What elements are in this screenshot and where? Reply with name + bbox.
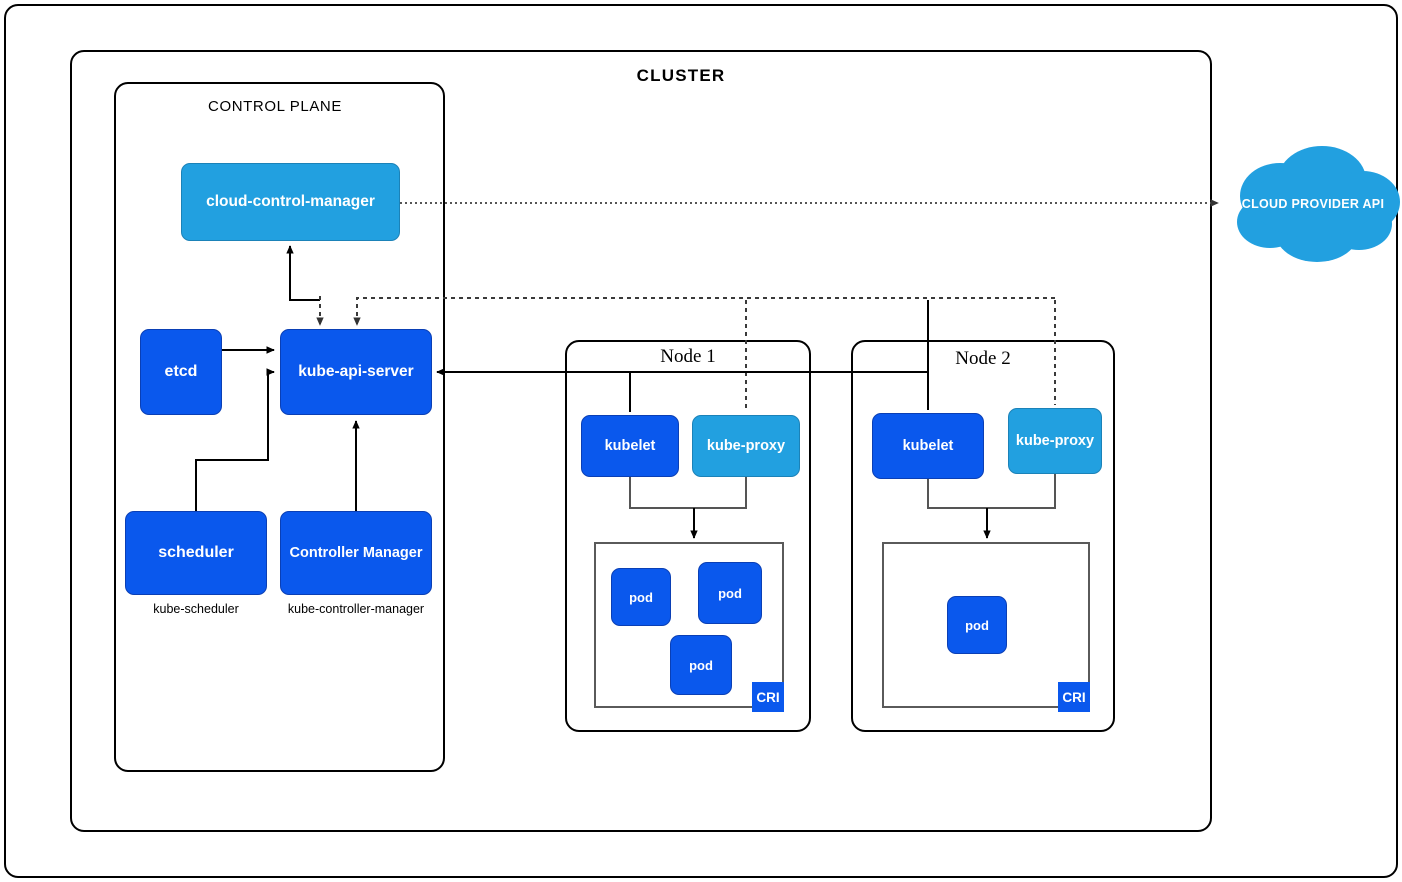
- node-2-frame: [851, 340, 1115, 732]
- node-1-pod-1[interactable]: pod: [611, 568, 671, 626]
- node-2-title: Node 2: [955, 348, 1011, 369]
- controller-manager-box[interactable]: Controller Manager: [280, 511, 432, 595]
- node-1-pod-2[interactable]: pod: [698, 562, 762, 624]
- node-2-pod-1[interactable]: pod: [947, 596, 1007, 654]
- cloud-provider-api-label: CLOUD PROVIDER API: [1241, 197, 1385, 211]
- scheduler-box[interactable]: scheduler: [125, 511, 267, 595]
- control-plane-frame: [114, 82, 445, 772]
- node-2-kube-proxy-box[interactable]: kube-proxy: [1008, 408, 1102, 474]
- node-2-cri-badge: CRI: [1058, 682, 1090, 712]
- control-plane-title: CONTROL PLANE: [208, 98, 342, 115]
- node-2-kubelet-box[interactable]: kubelet: [872, 413, 984, 479]
- kube-controller-manager-caption: kube-controller-manager: [287, 602, 425, 616]
- etcd-box[interactable]: etcd: [140, 329, 222, 415]
- page-border: [4, 4, 1398, 878]
- node-1-pod-3[interactable]: pod: [670, 635, 732, 695]
- node-1-title: Node 1: [660, 346, 716, 367]
- node-1-cri-container: [594, 542, 784, 708]
- cluster-frame: [70, 50, 1212, 832]
- kube-scheduler-caption: kube-scheduler: [153, 602, 239, 616]
- node-1-cri-badge: CRI: [752, 682, 784, 712]
- node-2-cri-container: [882, 542, 1090, 708]
- cloud-control-manager-box[interactable]: cloud-control-manager: [181, 163, 400, 241]
- node-1-kube-proxy-box[interactable]: kube-proxy: [692, 415, 800, 477]
- cloud-provider-api-shape[interactable]: CLOUD PROVIDER API: [1222, 140, 1402, 268]
- kube-api-server-box[interactable]: kube-api-server: [280, 329, 432, 415]
- node-1-kubelet-box[interactable]: kubelet: [581, 415, 679, 477]
- node-1-frame: [565, 340, 811, 732]
- cluster-title: CLUSTER: [636, 66, 726, 85]
- cloud-icon: [1237, 146, 1400, 262]
